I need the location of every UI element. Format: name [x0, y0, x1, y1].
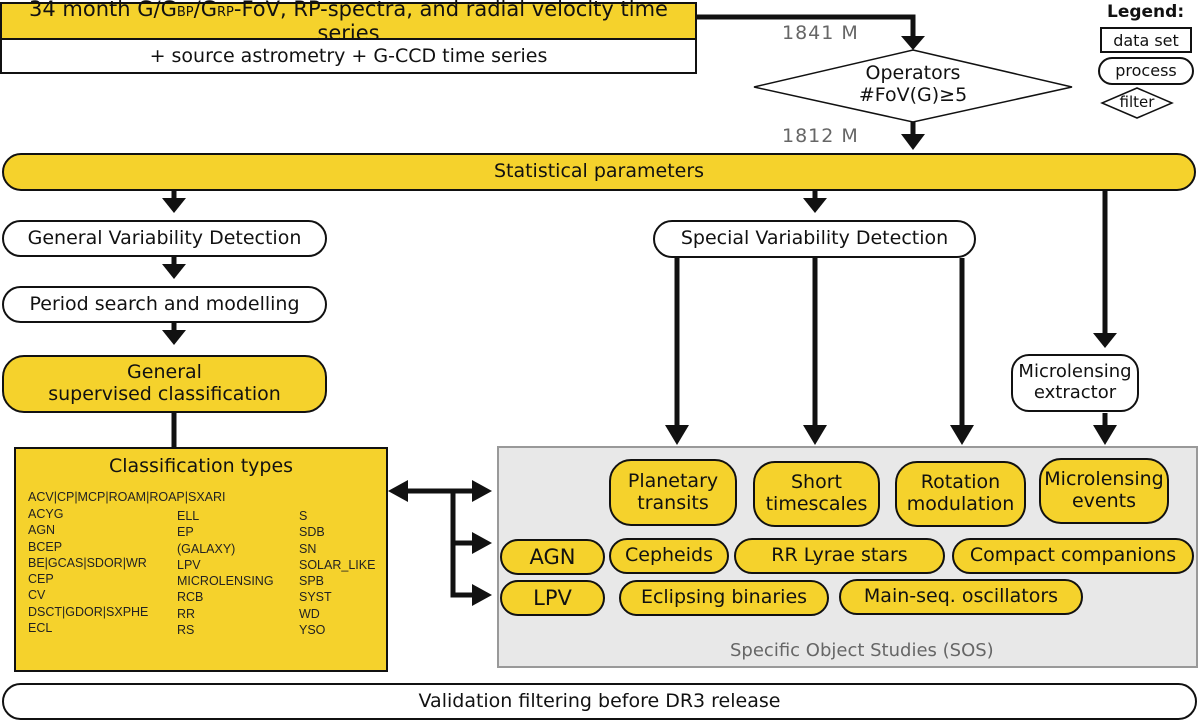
classification-type: EP: [177, 525, 194, 540]
sos-agn: AGN: [500, 539, 605, 575]
arrowhead: [472, 584, 492, 606]
arrowhead: [950, 425, 974, 445]
filter-line1: Operators: [865, 62, 961, 84]
classification-type: SPB: [299, 574, 325, 589]
classification-type: MICROLENSING: [177, 574, 274, 589]
arrowhead: [901, 134, 925, 150]
classification-type: AGN: [28, 523, 56, 538]
classification-type: CEP: [28, 572, 54, 587]
arrowhead: [472, 532, 492, 554]
top-dataset-primary: 34 month G/GBP/GRP-FoV, RP-spectra, and …: [0, 0, 697, 45]
sos-rr-lyrae: RR Lyrae stars: [734, 538, 945, 574]
arrowhead: [1093, 425, 1117, 445]
legend-title: Legend:: [1107, 2, 1185, 22]
special-variability-detection: Special Variability Detection: [653, 220, 976, 258]
arrowhead: [803, 198, 827, 213]
classification-type: ECL: [28, 621, 53, 636]
classification-type: SYST: [299, 590, 332, 605]
input-count: 1841 M: [782, 22, 859, 44]
arrowhead: [162, 330, 186, 345]
legend-process: process: [1098, 57, 1194, 85]
top-dataset-secondary-text: + source astrometry + G-CCD time series: [149, 45, 548, 67]
legend-filter: filter: [1119, 93, 1155, 111]
arrowhead: [162, 198, 186, 213]
filter-diamond: [753, 49, 1073, 123]
classification-type: RS: [177, 623, 195, 638]
classification-type: RR: [177, 606, 196, 621]
arrow-dataset-to-filter: [695, 14, 916, 36]
classification-type: LPV: [177, 557, 201, 572]
classification-type: ACYG: [28, 507, 64, 521]
sos-main-seq-oscillators: Main-seq. oscillators: [839, 579, 1083, 615]
classification-type: ELL: [177, 509, 200, 523]
statistical-parameters: Statistical parameters: [2, 153, 1196, 191]
legend-data-set: data set: [1100, 27, 1192, 53]
sos-cepheids: Cepheids: [609, 538, 729, 574]
legend-filter-shape: [1100, 87, 1174, 119]
classification-title: Classification types: [108, 455, 294, 477]
arrowhead: [472, 480, 492, 502]
filtered-count: 1812 M: [782, 125, 859, 147]
top-dataset-secondary: + source astrometry + G-CCD time series: [0, 38, 697, 74]
arrowhead: [803, 425, 827, 445]
classification-type: BE|GCAS|SDOR|WR: [28, 555, 147, 570]
classification-type: RCB: [177, 590, 204, 605]
general-variability-detection: General Variability Detection: [2, 220, 327, 257]
classification-type: SN: [299, 541, 317, 556]
classification-type: (GALAXY): [177, 541, 236, 556]
classification-type: YSO: [299, 623, 326, 638]
arrowhead: [162, 264, 186, 279]
classification-type: SOLAR_LIKE: [299, 557, 376, 572]
filter-label: Operators #FoV(G)≥5: [813, 62, 1013, 106]
classification-first-row: ACV|CP|MCP|ROAM|ROAP|SXARI: [28, 490, 226, 504]
validation-filtering: Validation filtering before DR3 release: [2, 683, 1197, 720]
sos-title: Specific Object Studies (SOS): [730, 640, 994, 661]
classification-types-box: Classification types ACV|CP|MCP|ROAM|ROA…: [14, 447, 388, 672]
classification-type: SDB: [299, 525, 325, 540]
arrowhead: [1093, 333, 1117, 348]
classification-type: DSCT|GDOR|SXPHE: [28, 604, 149, 619]
arrow-branch-agn-lpv: [450, 491, 472, 598]
classification-type: BCEP: [28, 539, 63, 554]
classification-type: WD: [299, 606, 320, 621]
arrowhead: [665, 425, 689, 445]
filter-line2: #FoV(G)≥5: [858, 84, 968, 106]
sos-compact-companions: Compact companions: [952, 538, 1194, 574]
arrowhead: [388, 480, 408, 502]
sos-eclipsing-binaries: Eclipsing binaries: [619, 580, 829, 616]
classification-type: CV: [28, 588, 46, 603]
period-search: Period search and modelling: [2, 286, 327, 323]
arrowhead: [901, 36, 925, 50]
classification-type: S: [299, 509, 308, 523]
sos-lpv: LPV: [500, 580, 605, 616]
